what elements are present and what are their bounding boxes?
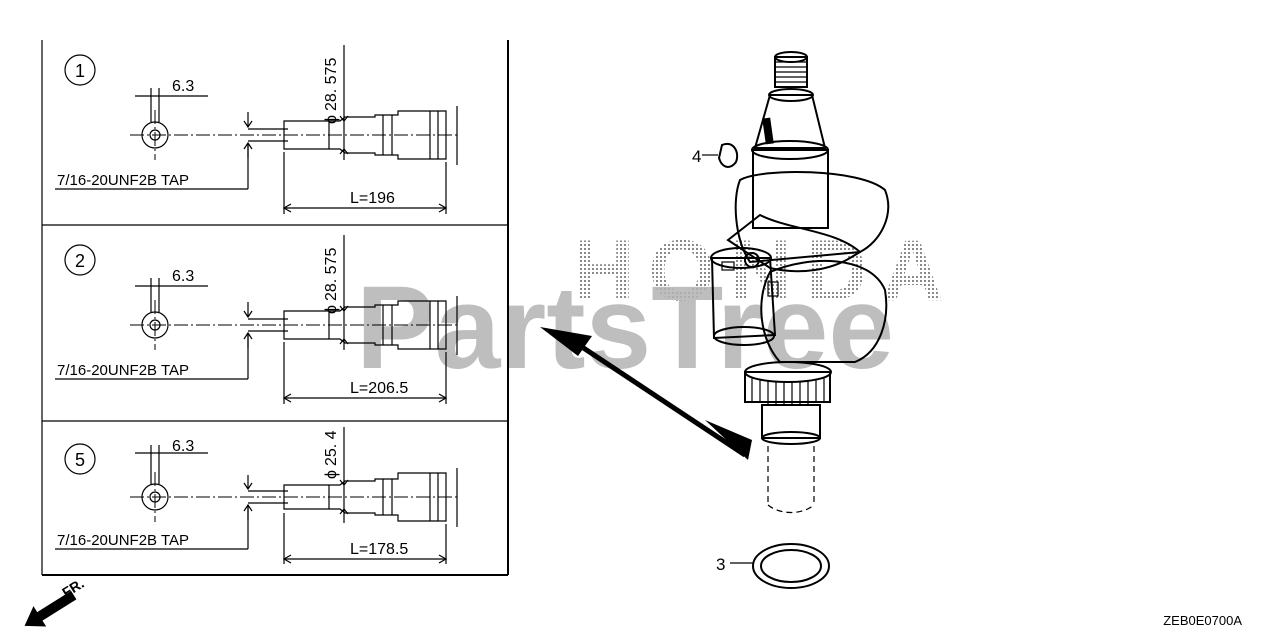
length-dimension-line: [282, 513, 448, 564]
length-dimension: L=206.5: [350, 380, 408, 397]
diameter-symbol: ϕ: [323, 115, 340, 124]
length-dimension: L=196: [350, 190, 395, 207]
detail-panel-1: 1 6.3 ϕ 28. 575: [55, 45, 460, 214]
tap-end-view: [130, 278, 460, 350]
shaft-side-view: [243, 427, 458, 527]
callout-3: 3: [716, 555, 725, 574]
woodruff-key: 4: [692, 142, 739, 168]
crankshaft-illustration: [710, 51, 890, 514]
watermark-honda: HONDA: [572, 223, 957, 319]
panel-number: 2: [75, 251, 85, 271]
length-dimension-line: [282, 152, 448, 214]
tap-spec-label: 7/16-20UNF2B TAP: [57, 362, 189, 379]
callout-4: 4: [692, 147, 701, 166]
thrust-washer: 3: [716, 543, 830, 589]
tap-spec-label: 7/16-20UNF2B TAP: [57, 172, 189, 189]
diameter-dimension: ϕ 25. 4: [323, 430, 340, 479]
detail-panel-2: 2 6.3 ϕ 28. 575: [55, 235, 460, 404]
tap-end-view: [130, 88, 460, 160]
diameter-dimension: ϕ 28. 575: [323, 58, 340, 124]
tap-spec-label: 7/16-20UNF2B TAP: [57, 532, 189, 549]
timing-gear: [744, 361, 832, 405]
panel-number-badge: 1: [64, 54, 96, 86]
diameter-symbol: ϕ: [323, 305, 340, 314]
diameter-symbol: ϕ: [323, 470, 340, 479]
panel-number: 5: [75, 450, 85, 470]
shaft-side-view: [243, 45, 458, 165]
width-dimension: 6.3: [172, 268, 194, 285]
diameter-value: 25. 4: [323, 430, 340, 466]
diameter-dimension: ϕ 28. 575: [323, 248, 340, 314]
shaft-side-view: [243, 235, 458, 355]
panel-number-badge: 5: [64, 443, 96, 475]
threaded-tip: [774, 51, 808, 88]
length-dimension: L=178.5: [350, 541, 408, 558]
detail-panel-5: 5 6.3 ϕ 25. 4: [55, 427, 460, 564]
detail-panels-frame: [41, 40, 509, 576]
tap-leader: [55, 144, 249, 190]
panel-number-badge: 2: [64, 244, 96, 276]
front-direction-indicator: FR.: [24, 575, 87, 627]
tap-leader: [55, 334, 249, 380]
diameter-value: 28. 575: [323, 58, 340, 111]
panel-number: 1: [75, 61, 85, 81]
pointer-arrow: [540, 327, 752, 460]
diagram-code: ZEB0E0700A: [1163, 613, 1242, 628]
tap-end-view: [130, 445, 460, 522]
width-dimension: 6.3: [172, 78, 194, 95]
width-dimension: 6.3: [172, 438, 194, 455]
diameter-value: 28. 575: [323, 248, 340, 301]
length-dimension-line: [282, 342, 448, 404]
tap-leader: [55, 506, 249, 550]
